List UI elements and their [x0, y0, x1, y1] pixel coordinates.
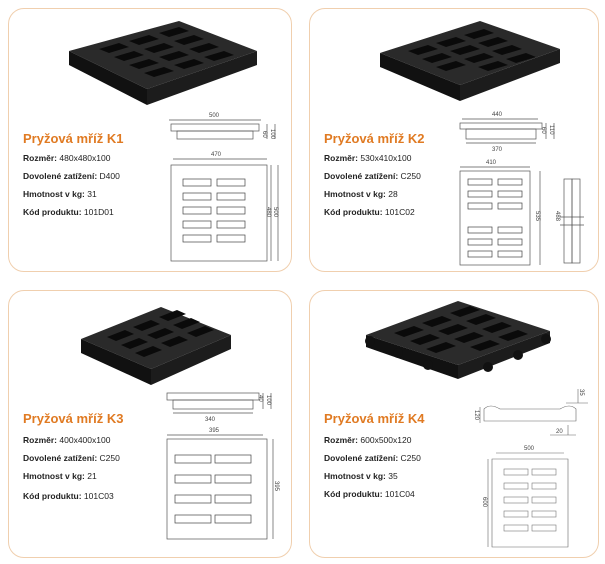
- spec-row-size: Rozměr: 400x400x100: [23, 435, 110, 445]
- grate-photo-k4: [365, 301, 551, 379]
- dim-label: 600: [481, 497, 487, 508]
- spec-value: C250: [99, 453, 120, 463]
- spec-row-load: Dovolené zatížení: C250: [324, 171, 421, 181]
- spec-row-load: Dovolené zatížení: C250: [23, 453, 120, 463]
- dim-label: 35: [578, 389, 584, 396]
- spec-value: 101D01: [83, 207, 114, 217]
- technical-drawing-k4: 120 35 20 500 600: [473, 389, 588, 548]
- spec-value: D400: [99, 171, 120, 181]
- dim-label: 40: [257, 395, 263, 402]
- product-card-k2: Pryžová mříž K2 Rozměr: 530x410x100 Dovo…: [309, 8, 599, 272]
- spec-label: Rozměr:: [324, 153, 359, 163]
- dim-label: 60: [261, 131, 267, 138]
- spec-label: Kód produktu:: [324, 489, 383, 499]
- product-title: Pryžová mříž K4: [324, 411, 425, 426]
- spec-value: 400x400x100: [59, 435, 111, 445]
- spec-label: Kód produktu:: [23, 207, 82, 217]
- dim-label: 60: [540, 127, 546, 134]
- spec-value: 101C03: [83, 491, 114, 501]
- dim-label: 110: [548, 125, 554, 135]
- dim-label: 100: [265, 395, 271, 406]
- dim-label: 535: [534, 211, 540, 222]
- spec-row-load: Dovolené zatížení: C250: [324, 453, 421, 463]
- spec-row-weight: Hmotnost v kg: 28: [324, 189, 398, 199]
- product-card-k4: Pryžová mříž K4 Rozměr: 600x500x120 Dovo…: [309, 290, 599, 558]
- spec-label: Rozměr:: [23, 435, 58, 445]
- product-title: Pryžová mříž K1: [23, 131, 124, 146]
- spec-value: 28: [388, 189, 398, 199]
- spec-value: 101C02: [384, 207, 415, 217]
- dim-label: 500: [209, 113, 220, 119]
- grate-photo-k3: [81, 307, 231, 385]
- spec-value: 530x410x100: [360, 153, 412, 163]
- grate-photo-k1: [69, 21, 257, 105]
- spec-label: Hmotnost v kg:: [324, 189, 386, 199]
- spec-label: Hmotnost v kg:: [324, 471, 386, 481]
- spec-row-load: Dovolené zatížení: D400: [23, 171, 120, 181]
- dim-label: 500: [272, 207, 278, 218]
- spec-row-size: Rozměr: 480x480x100: [23, 153, 110, 163]
- product-card-k1: Pryžová mříž K1 Rozměr: 480x480x100 Dovo…: [8, 8, 292, 272]
- dim-label: 440: [492, 112, 503, 118]
- spec-label: Hmotnost v kg:: [23, 471, 85, 481]
- spec-value: 480x480x100: [59, 153, 111, 163]
- dim-label: 395: [273, 481, 279, 492]
- spec-row-weight: Hmotnost v kg: 31: [23, 189, 97, 199]
- dim-label: 120: [473, 410, 479, 421]
- product-title: Pryžová mříž K2: [324, 131, 425, 146]
- dim-label: 480: [265, 207, 271, 218]
- spec-label: Rozměr:: [23, 153, 58, 163]
- product-card-k3: Pryžová mříž K3 Rozměr: 400x400x100 Dovo…: [8, 290, 292, 558]
- spec-row-weight: Hmotnost v kg: 21: [23, 471, 97, 481]
- spec-row-code: Kód produktu: 101C04: [324, 489, 415, 499]
- spec-label: Dovolené zatížení:: [324, 171, 399, 181]
- spec-value: 600x500x120: [360, 435, 412, 445]
- dim-label: 370: [492, 147, 503, 153]
- spec-row-size: Rozměr: 600x500x120: [324, 435, 411, 445]
- spec-label: Dovolené zatížení:: [324, 453, 399, 463]
- technical-drawing-k1: 500 60 100 470 480 500: [169, 113, 279, 262]
- spec-value: 21: [87, 471, 97, 481]
- spec-row-code: Kód produktu: 101C02: [324, 207, 415, 217]
- dim-label: 470: [211, 152, 222, 158]
- dim-label: 488: [554, 211, 560, 222]
- spec-value: 31: [87, 189, 97, 199]
- spec-value: C250: [400, 453, 421, 463]
- spec-row-weight: Hmotnost v kg: 35: [324, 471, 398, 481]
- spec-value: 101C04: [384, 489, 415, 499]
- dim-label: 500: [524, 446, 535, 452]
- spec-label: Dovolené zatížení:: [23, 453, 98, 463]
- dim-label: 100: [269, 129, 275, 140]
- spec-label: Dovolené zatížení:: [23, 171, 98, 181]
- spec-value: C250: [400, 171, 421, 181]
- spec-label: Kód produktu:: [324, 207, 383, 217]
- spec-row-code: Kód produktu: 101D01: [23, 207, 114, 217]
- dim-label: 410: [486, 160, 497, 166]
- spec-value: 35: [388, 471, 398, 481]
- spec-label: Rozměr:: [324, 435, 359, 445]
- product-title: Pryžová mříž K3: [23, 411, 124, 426]
- spec-row-size: Rozměr: 530x410x100: [324, 153, 411, 163]
- dim-label: 395: [209, 428, 220, 434]
- technical-drawing-k3: 40 100 340 395 395: [166, 392, 279, 540]
- grate-photo-k2: [380, 21, 560, 101]
- spec-row-code: Kód produktu: 101C03: [23, 491, 114, 501]
- technical-drawing-k2: 440 60 110 370 410 535 488: [459, 112, 584, 266]
- dim-label: 340: [205, 417, 216, 423]
- spec-label: Kód produktu:: [23, 491, 82, 501]
- dim-label: 20: [556, 429, 563, 435]
- spec-label: Hmotnost v kg:: [23, 189, 85, 199]
